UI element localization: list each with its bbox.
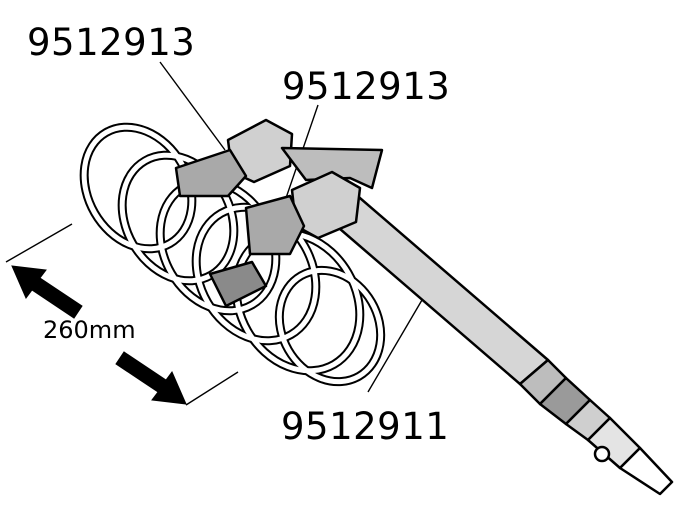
dimension-label: 260mm	[43, 316, 136, 344]
dimension-extension-top	[5, 223, 73, 263]
tool-spindle-end	[618, 446, 674, 496]
crossbar	[280, 146, 384, 190]
dimension-arrow-up	[11, 265, 83, 319]
leader-line-top-left	[159, 61, 226, 151]
dimension-arrow-down	[115, 351, 187, 405]
part-number-label-top-center: 9512913	[282, 65, 451, 108]
lower-jaw-assembly	[208, 170, 362, 308]
tool-spindle-hex	[593, 445, 611, 463]
part-number-label-bottom: 9512911	[281, 405, 450, 448]
lower-jaw	[244, 194, 306, 256]
dimension-arrows	[11, 265, 187, 405]
lower-jaw-hook	[208, 260, 268, 308]
upper-jaw-assembly	[174, 118, 384, 198]
upper-jaw	[174, 148, 248, 198]
dimension-extension-bottom	[185, 371, 239, 406]
leader-line-bottom	[367, 299, 423, 393]
part-number-label-top-left: 9512913	[27, 21, 196, 64]
leader-lines	[5, 61, 423, 406]
